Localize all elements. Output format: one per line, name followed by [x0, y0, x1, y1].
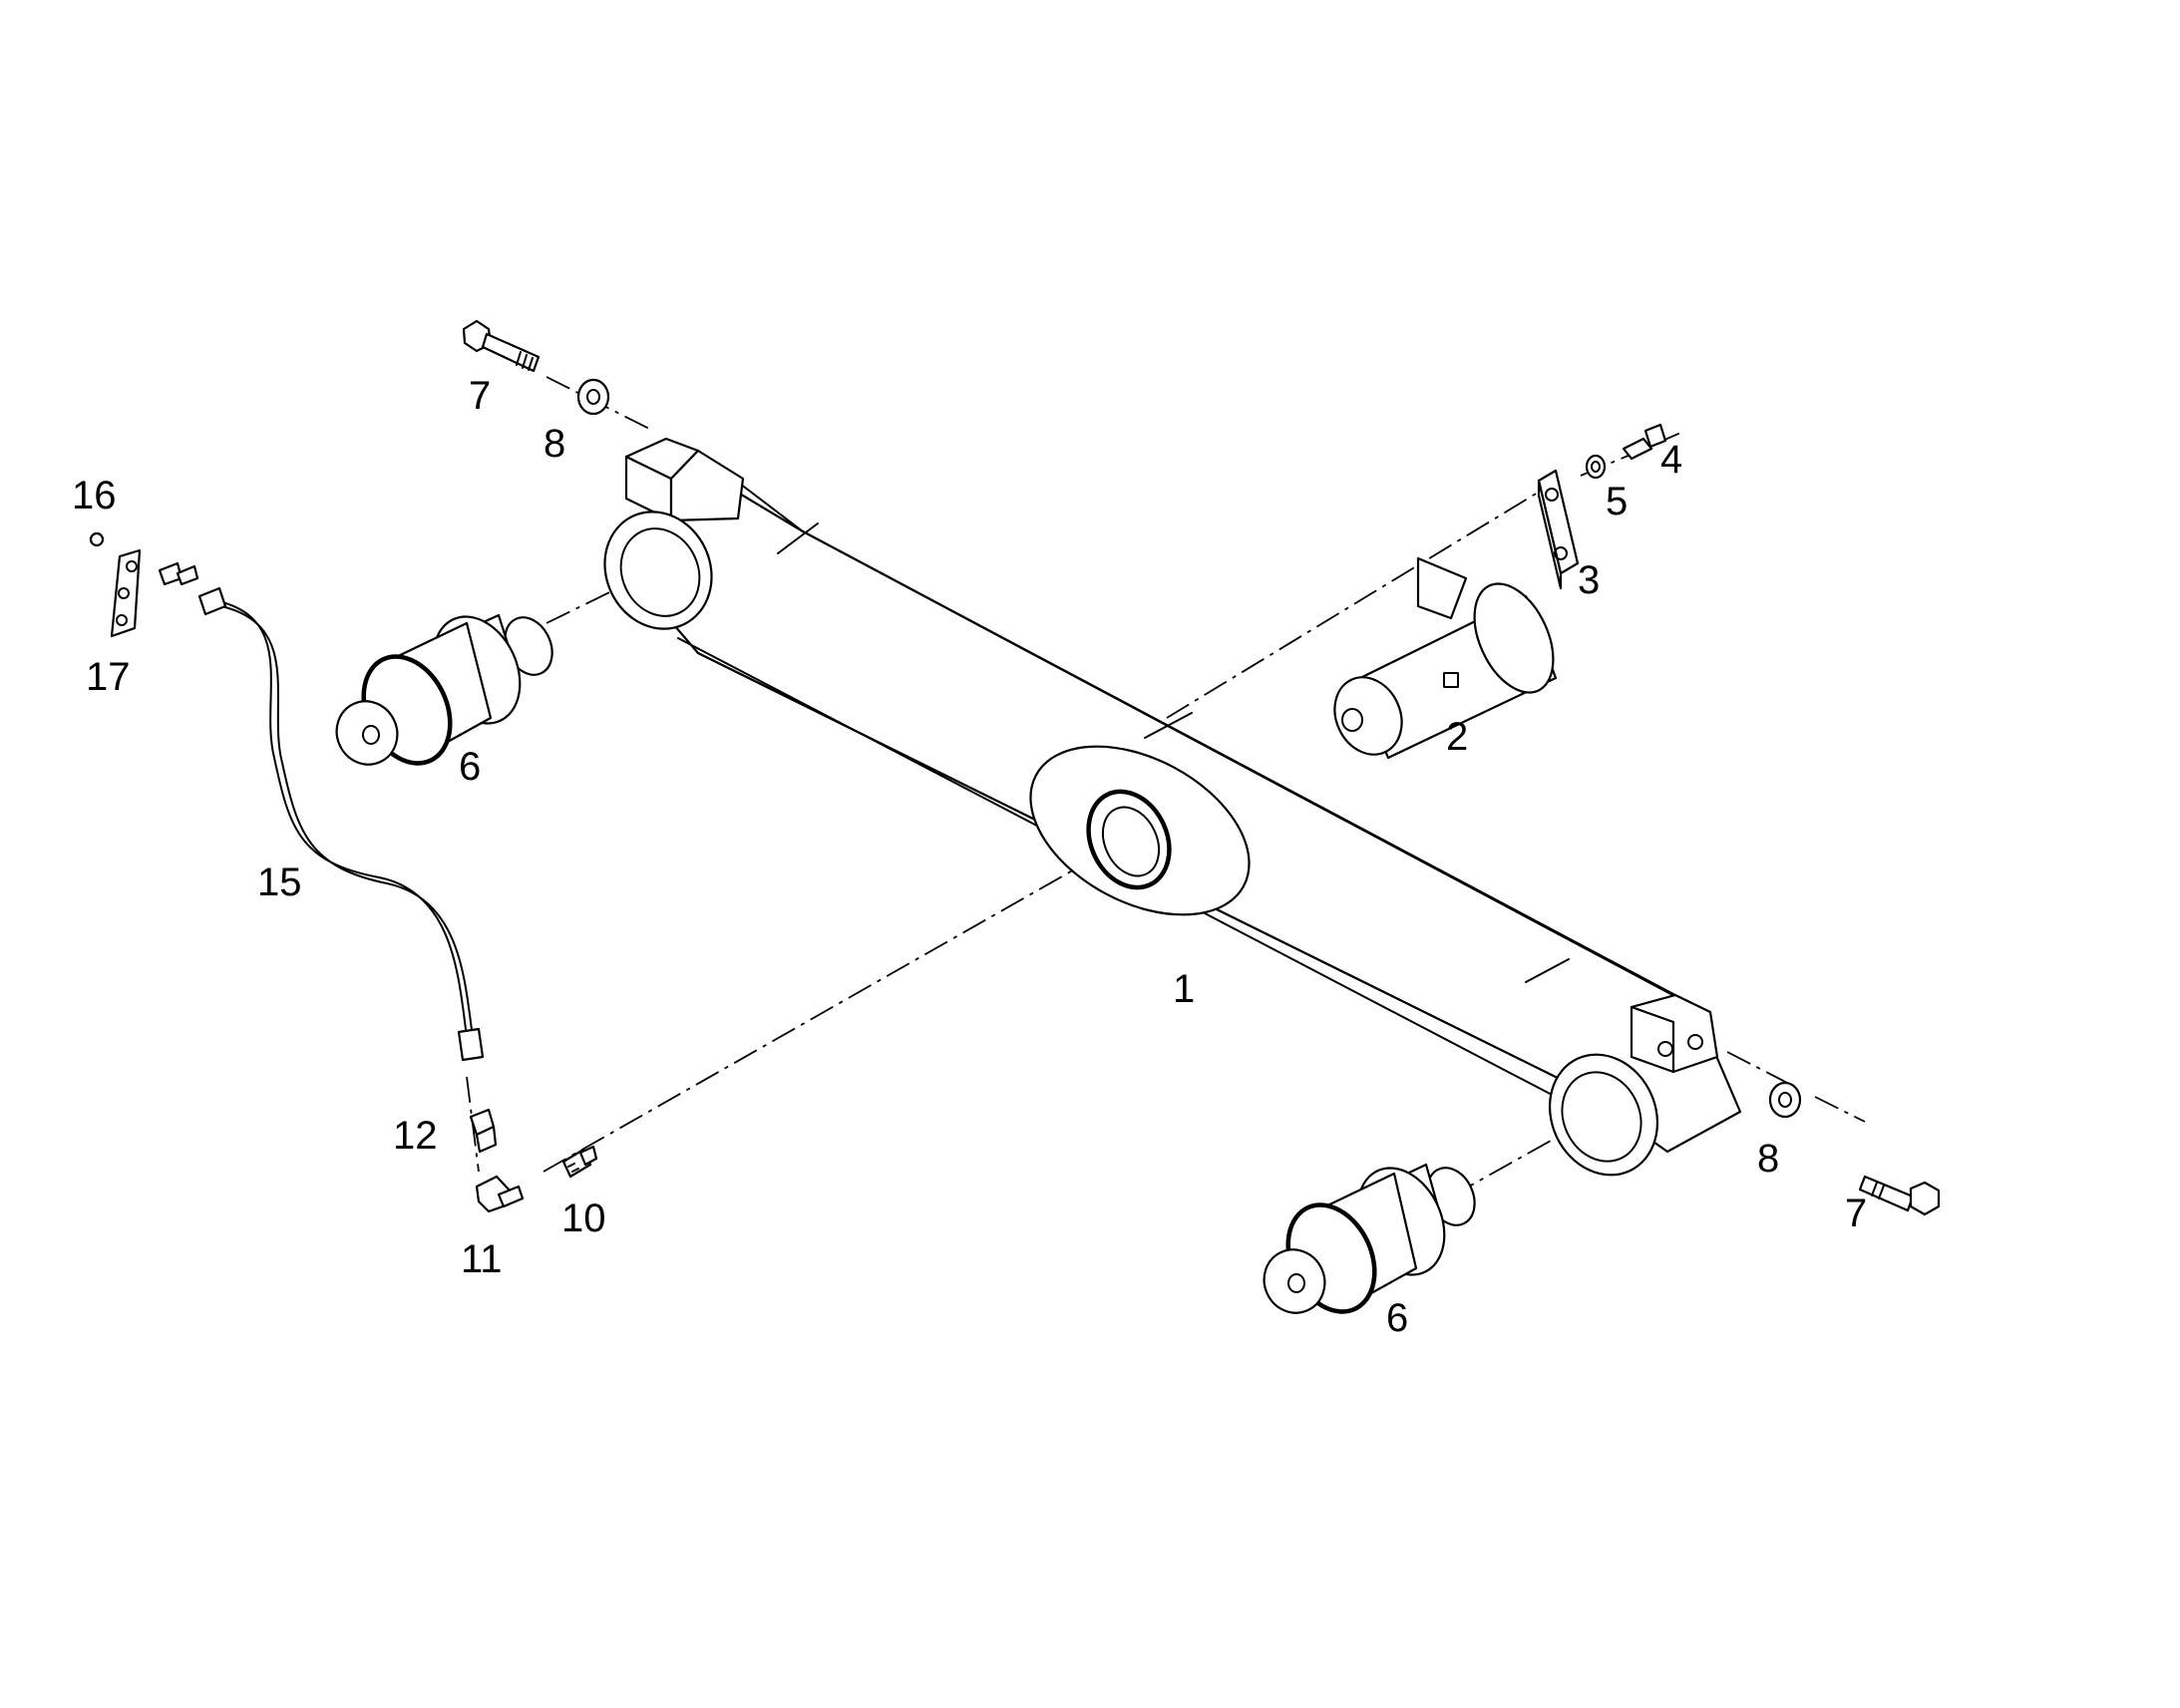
callout-10: 10 — [561, 1196, 606, 1240]
callout-8-right: 8 — [1757, 1137, 1779, 1181]
part-6-bushing-right — [1263, 1163, 1476, 1314]
callout-6-right: 6 — [1386, 1296, 1408, 1340]
part-8-washer-right — [1768, 1081, 1802, 1119]
part-10-fitting — [561, 1145, 598, 1179]
part-6-bushing-left — [335, 613, 553, 766]
callout-labels: 1 2 3 4 5 6 6 7 7 8 8 10 11 12 15 16 17 — [72, 374, 1867, 1340]
callout-4: 4 — [1660, 438, 1682, 482]
part-4-bolt — [1622, 423, 1667, 461]
callout-17: 17 — [86, 655, 131, 699]
part-2-pin — [1333, 556, 1558, 760]
part-3-lock-plate — [1537, 469, 1580, 590]
callout-3: 3 — [1578, 558, 1600, 602]
callout-1: 1 — [1173, 967, 1195, 1011]
callout-7-left: 7 — [469, 374, 491, 418]
callout-16: 16 — [72, 474, 117, 517]
callout-2: 2 — [1446, 715, 1468, 759]
callout-8-left: 8 — [544, 422, 565, 466]
part-16-nut — [89, 531, 105, 547]
part-17-bracket — [110, 548, 199, 638]
part-1-equalizer-beam — [603, 437, 1742, 1177]
callout-11: 11 — [461, 1237, 503, 1281]
callout-5: 5 — [1606, 480, 1628, 523]
callout-6-left: 6 — [459, 745, 481, 789]
part-15-grease-hose — [197, 586, 485, 1062]
part-7-bolt-right — [1858, 1175, 1941, 1216]
part-11-elbow-fitting — [475, 1175, 525, 1213]
part-5-washer — [1585, 454, 1607, 480]
callout-12: 12 — [393, 1114, 438, 1158]
part-7-bolt-left — [462, 319, 541, 373]
callout-15: 15 — [257, 860, 302, 904]
part-12-adapter — [469, 1108, 498, 1154]
callout-7-right: 7 — [1845, 1192, 1867, 1235]
part-8-washer-left — [576, 378, 610, 416]
